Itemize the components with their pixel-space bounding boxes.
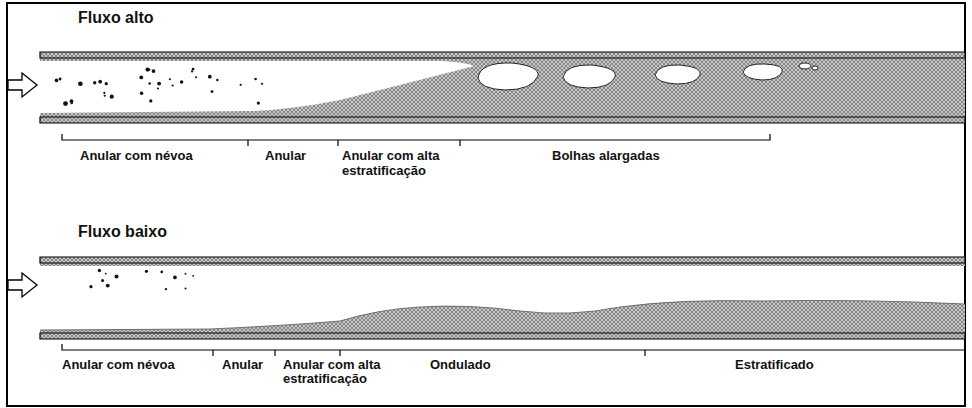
region-label: Estratificado	[735, 358, 814, 372]
region-label: Anular	[222, 358, 263, 372]
frame	[7, 3, 965, 406]
panel-heading: Fluxo baixo	[78, 222, 167, 242]
flow-arrow	[8, 273, 37, 297]
region-label: Anular com névoa	[80, 148, 193, 163]
region-label: Anular com névoa	[62, 358, 175, 372]
tube-wall	[40, 117, 965, 123]
elongated-bubbles	[478, 63, 818, 90]
panel-heading: Fluxo alto	[78, 8, 154, 28]
mist-droplets	[55, 67, 263, 106]
region-label: Ondulado	[430, 358, 491, 372]
region-label: Anular	[265, 148, 306, 163]
region-brackets	[62, 134, 770, 146]
region-label: Anular com alta estratificação	[283, 358, 387, 386]
region-brackets	[62, 344, 965, 356]
high-flow-tube	[8, 52, 965, 123]
tube-wall	[40, 333, 965, 339]
tube-wall	[40, 52, 965, 58]
gas-core	[40, 61, 474, 113]
mist-droplets	[89, 269, 194, 291]
liquid	[40, 58, 965, 117]
tube-wall	[40, 257, 965, 263]
liquid	[40, 300, 965, 333]
flow-arrow	[8, 73, 37, 97]
region-label: Anular com alta estratificação	[342, 148, 446, 178]
low-flow-tube	[8, 257, 965, 339]
region-label: Bolhas alargadas	[552, 148, 660, 163]
